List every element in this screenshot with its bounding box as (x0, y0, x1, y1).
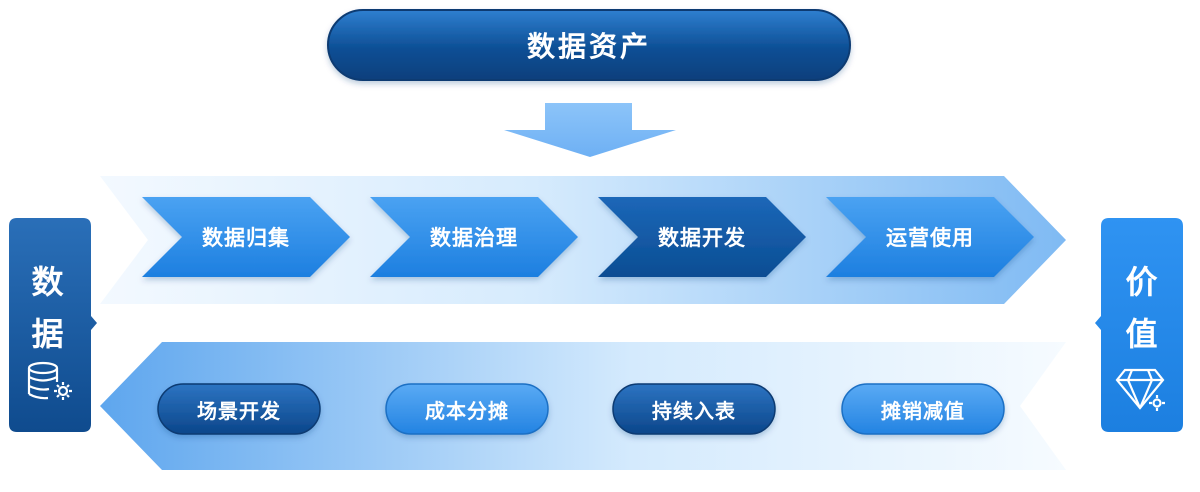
step-label-2: 数据治理 (430, 226, 518, 250)
step-label-1: 数据归集 (202, 226, 290, 250)
outcome-label-2: 成本分摊 (425, 398, 509, 423)
outcome-pill-3 (612, 383, 776, 435)
step-chevron-2 (370, 197, 578, 277)
right-panel-char-2: 值 (1125, 315, 1159, 353)
step-chevron-4 (826, 197, 1034, 277)
left-panel-char-2: 据 (31, 315, 65, 353)
step-label-3: 数据开发 (658, 226, 746, 250)
outcome-label-4: 摊销减值 (881, 398, 965, 423)
left-panel-char-1: 数 (31, 263, 65, 301)
outcome-pill-2 (385, 383, 549, 435)
down-arrow-icon (504, 103, 676, 157)
diamond-gear-icon (1115, 368, 1165, 411)
outcome-label-3: 持续入表 (652, 398, 736, 423)
page-title: 数据资产 (526, 30, 651, 63)
right-panel-char-1: 价 (1125, 263, 1159, 301)
outcome-pill-4 (841, 383, 1005, 435)
database-gear-icon (27, 361, 72, 400)
step-chevron-1 (142, 197, 350, 277)
title-capsule (327, 9, 851, 81)
outcome-pill-1 (157, 383, 321, 435)
step-chevron-3 (598, 197, 806, 277)
step-label-4: 运营使用 (886, 226, 974, 250)
top-flow-band (100, 176, 1066, 304)
bottom-flow-band (100, 342, 1066, 470)
outcome-label-1: 场景开发 (197, 398, 281, 423)
